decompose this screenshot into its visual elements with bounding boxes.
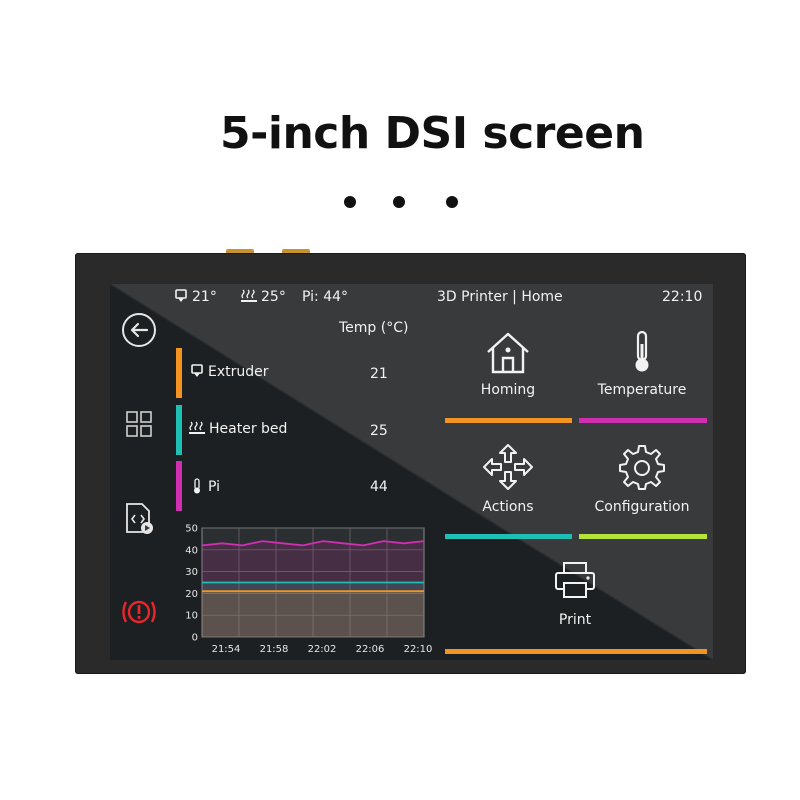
temp-row-value: 25 [370, 423, 388, 439]
touch-screen: 21° 25° Pi: 44° 3D Printer | Home 22:10 … [110, 284, 713, 660]
print-underline [445, 649, 707, 654]
clock: 22:10 [662, 289, 703, 305]
headline: 5-inch DSI screen [220, 108, 645, 159]
thermometer-icon [635, 330, 649, 372]
temperature-chart: 0 10 20 30 40 50 21:54 21:58 22:02 22:06 22:10 [185, 524, 432, 656]
pagination-dots [338, 194, 468, 210]
pagination-dot[interactable] [344, 196, 356, 208]
tile-label: Homing [480, 382, 536, 398]
chart-y-tick-label: 10 [185, 611, 198, 622]
extruder-color-bar [176, 348, 182, 398]
temp-row-value: 44 [370, 479, 388, 495]
printer-icon [555, 562, 595, 598]
pagination-dot[interactable] [393, 196, 405, 208]
status-extruder: 21° [174, 289, 217, 305]
configuration-underline [579, 534, 707, 539]
chart-x-tick-label: 21:54 [212, 644, 241, 655]
chart-series-area [202, 582, 424, 637]
chart-series-line [201, 540, 425, 547]
temp-row-label: Pi [208, 479, 221, 495]
temp-header: Temp (°C) [339, 320, 409, 336]
grid-icon[interactable] [125, 410, 153, 438]
bed-color-bar [176, 405, 182, 455]
temp-row-pi[interactable]: Pi [192, 478, 220, 495]
pi-color-bar [176, 461, 182, 511]
status-extruder-temp: 21° [192, 289, 217, 305]
status-pi-temp: Pi: 44° [302, 289, 349, 305]
temp-row-heater-bed[interactable]: Heater bed [188, 421, 287, 437]
chart-x-tick-label: 22:02 [308, 644, 337, 655]
actions-underline [445, 534, 572, 539]
extruder-icon [175, 289, 187, 302]
emergency-stop-icon[interactable] [120, 597, 158, 627]
temp-row-label: Extruder [208, 364, 269, 380]
pagination-dot[interactable] [446, 196, 458, 208]
homing-button[interactable]: Homing [443, 326, 573, 436]
chart-y-tick-label: 50 [185, 524, 198, 535]
chart-y-tick-label: 30 [185, 567, 198, 578]
tile-label: Print [558, 612, 592, 628]
page-title: 3D Printer | Home [437, 289, 563, 305]
status-bed: 25° [240, 289, 286, 305]
chart-x-tick-label: 22:06 [356, 644, 385, 655]
temperature-button[interactable]: Temperature [577, 326, 707, 436]
extruder-icon [191, 364, 203, 377]
temperature-underline [579, 418, 707, 423]
tile-label: Temperature [597, 382, 687, 398]
file-code-icon[interactable] [124, 502, 156, 536]
configuration-button[interactable]: Configuration [577, 442, 707, 552]
chart-series-area [202, 591, 424, 637]
heater-bed-icon [189, 421, 205, 434]
tile-label: Configuration [594, 499, 690, 515]
chart-series-area [202, 541, 424, 637]
heater-bed-icon [241, 289, 257, 302]
chart-x-tick-label: 21:58 [260, 644, 289, 655]
chart-y-tick-label: 0 [192, 633, 198, 644]
flex-cable [226, 249, 254, 255]
print-button[interactable]: Print [510, 560, 640, 670]
temp-row-value: 21 [370, 366, 388, 382]
flex-cable [282, 249, 310, 255]
status-bed-temp: 25° [261, 289, 286, 305]
homing-underline [445, 418, 572, 423]
move-arrows-icon [483, 444, 533, 490]
temp-row-label: Heater bed [209, 421, 288, 437]
gear-icon [619, 445, 665, 490]
thermometer-icon [194, 478, 200, 494]
chart-y-tick-label: 20 [185, 589, 198, 600]
temp-row-extruder[interactable]: Extruder [190, 364, 269, 380]
chart-x-tick-label: 22:10 [404, 644, 433, 655]
back-arrow-icon[interactable] [121, 312, 157, 348]
home-icon [487, 332, 529, 374]
tile-label: Actions [482, 499, 534, 515]
chart-y-tick-label: 40 [185, 545, 198, 556]
actions-button[interactable]: Actions [443, 442, 573, 552]
